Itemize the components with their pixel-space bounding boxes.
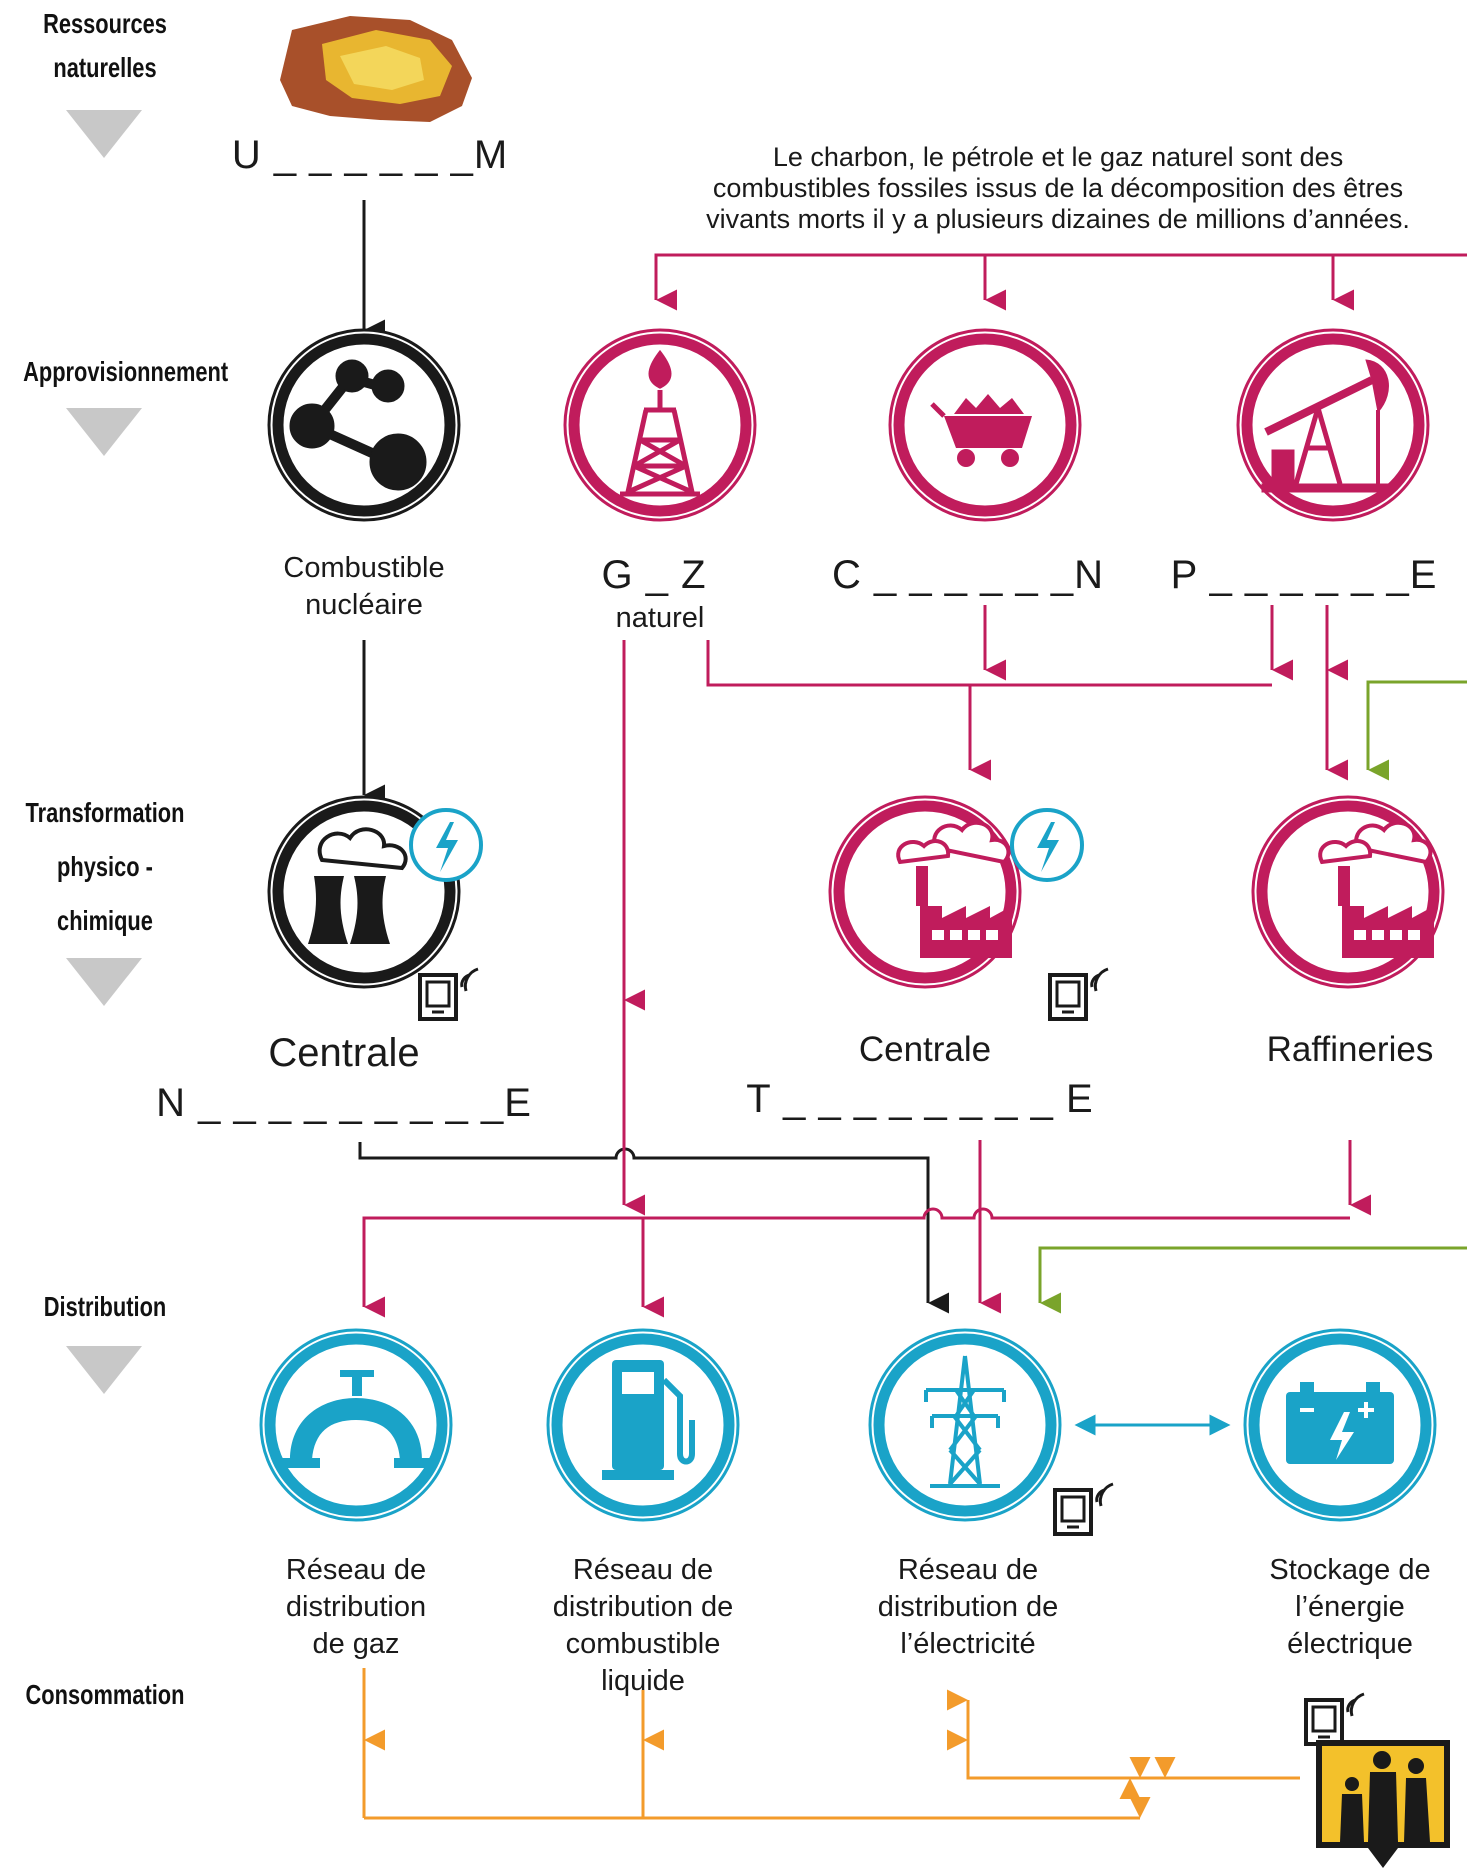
label-liquid-network-line2: distribution de xyxy=(552,1591,734,1623)
node-nuclear-fuel xyxy=(267,328,461,522)
label-electric-network-line2: distribution de xyxy=(877,1591,1059,1623)
label-electric-network-line3: l’électricité xyxy=(900,1628,1036,1660)
consumption-connectors xyxy=(362,1668,1300,1820)
blank-nuclear: N _ _ _ _ _ _ _ _ _E xyxy=(156,1081,532,1125)
label-gas-network: Réseau de distribution de gaz xyxy=(256,1552,456,1663)
node-coal xyxy=(888,328,1082,522)
label-storage-line3: électrique xyxy=(1287,1628,1413,1660)
lightning-badge-nuclear xyxy=(409,808,483,882)
stage-arrows xyxy=(66,110,142,1394)
stage-transformation-line3: chimique xyxy=(57,905,153,936)
stage-distribution: Distribution xyxy=(43,1291,167,1322)
blank-coal: C _ _ _ _ _ _N xyxy=(832,553,1104,597)
cooling-towers-icon xyxy=(308,827,408,944)
label-nuclear-fuel: Combustible nucléaire xyxy=(244,550,484,624)
node-storage xyxy=(1243,1328,1437,1522)
label-nuclear-fuel-line1: Combustible xyxy=(283,552,445,584)
stage-resources: Ressources naturelles xyxy=(23,2,187,90)
coal-wagon-icon xyxy=(930,394,1032,467)
stage-transformation: Transformation physico - chimique xyxy=(23,786,187,948)
label-centrale-thermal: Centrale xyxy=(858,1030,992,1069)
stage-arrow-2 xyxy=(66,408,142,456)
fuel-pump-icon xyxy=(602,1360,695,1480)
tablet-wireless-icon xyxy=(1304,1692,1365,1746)
atom-molecule-icon xyxy=(289,359,427,491)
blank-thermal: T _ _ _ _ _ _ _ _ E xyxy=(746,1077,1094,1121)
label-gas-network-line2: distribution xyxy=(285,1591,427,1623)
stage-arrow-3 xyxy=(66,958,142,1006)
label-liquid-network-line4: liquide xyxy=(601,1665,685,1697)
gas-derrick-icon xyxy=(620,349,700,497)
label-gas-network-line3: de gaz xyxy=(312,1628,400,1660)
lightning-icon xyxy=(436,822,458,872)
node-refinery xyxy=(1251,795,1445,989)
label-liquid-network-line3: combustible xyxy=(565,1628,721,1660)
fossil-note-line3: vivants morts il y a plusieurs dizaines … xyxy=(706,204,1410,234)
tablet-wireless-icon xyxy=(1053,1482,1114,1536)
refinery-factory-icon xyxy=(1318,820,1434,958)
node-natural-gas xyxy=(563,328,757,522)
label-electric-network: Réseau de distribution de l’électricité xyxy=(858,1552,1078,1663)
oil-pumpjack-icon xyxy=(1261,359,1393,493)
node-electric-network xyxy=(868,1328,1062,1522)
fossil-note-line1: Le charbon, le pétrole et le gaz naturel… xyxy=(772,142,1344,172)
stage-arrow-1 xyxy=(66,110,142,158)
label-centrale-nuclear: Centrale xyxy=(268,1031,420,1075)
blank-oil: P _ _ _ _ _ _E xyxy=(1170,553,1438,597)
stage-resources-line2: naturelles xyxy=(53,52,157,83)
label-refineries: Raffineries xyxy=(1266,1030,1434,1069)
factory-plant-icon xyxy=(896,820,1012,958)
stage-transformation-line1: Transformation xyxy=(25,797,185,828)
stage-arrow-4 xyxy=(66,1346,142,1394)
tablet-wireless-icon xyxy=(1048,967,1109,1021)
label-storage-line1: Stockage de xyxy=(1269,1554,1431,1586)
gas-pipe-valve-icon xyxy=(282,1370,432,1468)
label-storage-line2: l’énergie xyxy=(1295,1591,1405,1623)
family-silhouette-icon xyxy=(1316,1740,1450,1868)
fossil-note: Le charbon, le pétrole et le gaz naturel… xyxy=(658,142,1458,235)
blank-gas: G _ Z xyxy=(601,553,707,597)
fossil-note-line2: combustibles fossiles issus de la décomp… xyxy=(712,173,1404,203)
stage-resources-line1: Ressources xyxy=(43,8,167,39)
label-liquid-network-line1: Réseau de xyxy=(572,1554,714,1586)
battery-icon xyxy=(1286,1382,1394,1464)
stage-transformation-line2: physico - xyxy=(57,851,153,882)
label-nuclear-fuel-line2: nucléaire xyxy=(305,589,423,621)
gas-sub-label: naturel xyxy=(615,602,705,634)
blank-uranium: U _ _ _ _ _ _M xyxy=(231,133,509,177)
lightning-badge-thermal xyxy=(1010,808,1084,882)
power-pylon-icon xyxy=(924,1355,1006,1488)
label-electric-network-line1: Réseau de xyxy=(897,1554,1039,1586)
uranium-ore-rock-icon xyxy=(280,16,472,122)
tablet-wireless-icon xyxy=(418,967,479,1021)
node-liquid-network xyxy=(546,1328,740,1522)
node-thermal-plant xyxy=(828,795,1022,989)
renewable-connectors xyxy=(1038,680,1467,1314)
label-liquid-network: Réseau de distribution de combustible li… xyxy=(533,1552,753,1700)
label-gas-network-line1: Réseau de xyxy=(285,1554,427,1586)
label-storage: Stockage de l’énergie électrique xyxy=(1240,1552,1460,1663)
node-oil xyxy=(1236,328,1430,522)
node-gas-network xyxy=(259,1328,453,1522)
stage-consumption: Consommation xyxy=(25,1679,185,1710)
lightning-icon xyxy=(1037,822,1059,872)
fossil-connectors xyxy=(362,253,1467,1318)
